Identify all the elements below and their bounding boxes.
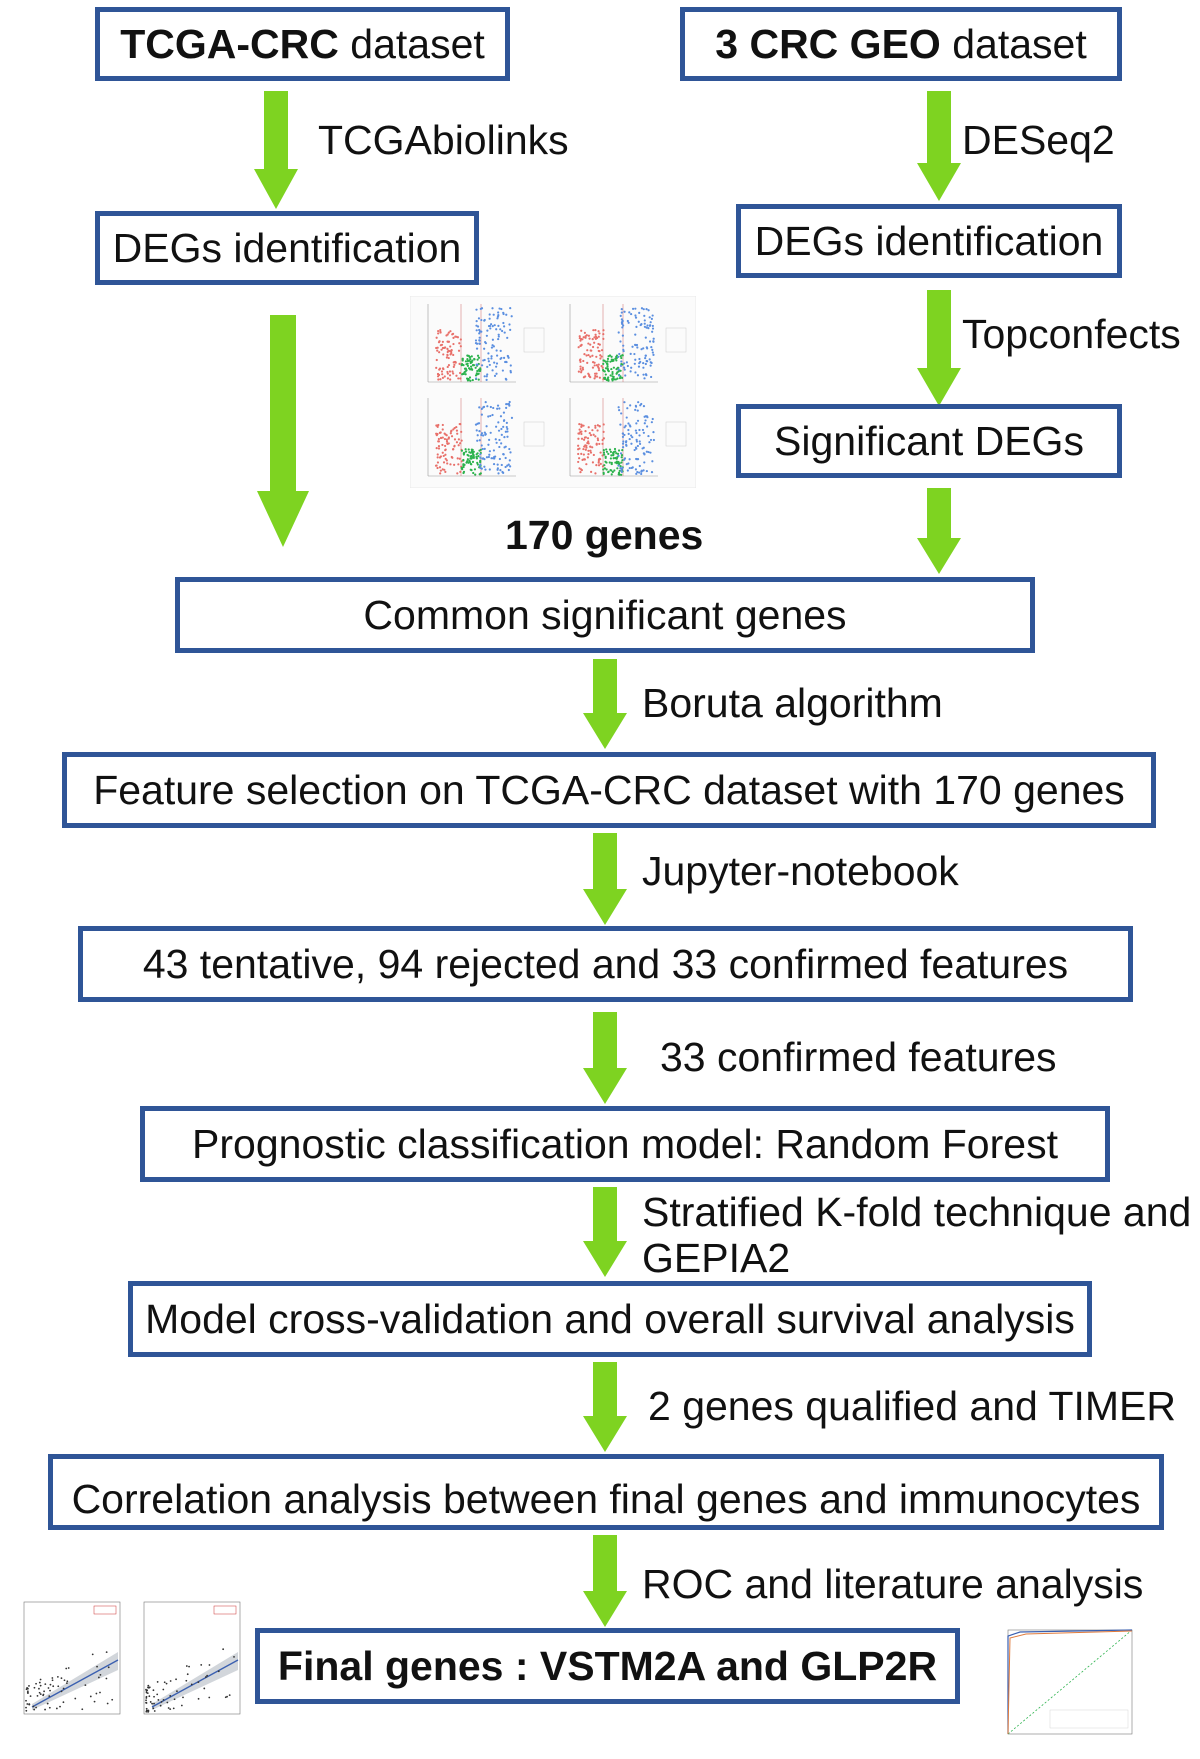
volcano-panel [569, 304, 687, 383]
arrow-left-long [257, 315, 309, 547]
tentative-features-box: 43 tentative, 94 rejected and 33 confirm… [78, 926, 1133, 1002]
significant-degs-label: Significant DEGs [774, 417, 1084, 464]
arrow-tcga-to-degs [254, 91, 298, 209]
geo-dataset-label: dataset [952, 20, 1087, 67]
final-genes-label: Final genes : VSTM2A and GLP2R [277, 1642, 938, 1689]
genes-170-label: 170 genes [505, 512, 704, 558]
tentative-features-label: 43 tentative, 94 rejected and 33 confirm… [142, 940, 1069, 987]
scatter-panel [23, 1601, 121, 1715]
feature-selection-box: Feature selection on TCGA-CRC dataset wi… [62, 752, 1156, 828]
volcano-panel [569, 398, 687, 477]
degs-left-label: DEGs identification [112, 224, 462, 271]
topconfects-label: Topconfects [962, 311, 1181, 357]
arrow-geo-to-degs [917, 91, 961, 201]
jupyter-label: Jupyter-notebook [642, 848, 959, 894]
arrow-significant-to-common [917, 488, 961, 574]
prognostic-model-label: Prognostic classification model: Random … [192, 1120, 1058, 1167]
arrow-degs-to-significant [917, 290, 961, 406]
arrow-crossval-to-correlation [583, 1362, 627, 1452]
degs-identification-left-box: DEGs identification [95, 211, 479, 285]
stratified-line1: Stratified K-fold technique and [642, 1189, 1192, 1235]
arrow-model-to-crossval [583, 1187, 627, 1277]
tcgabiolinks-label: TCGAbiolinks [318, 117, 569, 163]
deseq2-label: DESeq2 [962, 117, 1115, 163]
significant-degs-box: Significant DEGs [736, 404, 1122, 478]
correlation-analysis-label: Correlation analysis between final genes… [71, 1476, 1141, 1522]
feature-selection-label: Feature selection on TCGA-CRC dataset wi… [93, 766, 1125, 813]
roc-label: ROC and literature analysis [642, 1561, 1144, 1607]
correlation-analysis-box: Correlation analysis between final genes… [48, 1454, 1164, 1530]
common-significant-genes-box: Common significant genes [175, 577, 1035, 653]
arrow-tentative-to-model [583, 1012, 627, 1104]
scatter-panel [143, 1601, 241, 1715]
crc-geo-dataset-box: 3 CRC GEO dataset [680, 7, 1122, 81]
common-genes-label: Common significant genes [363, 591, 847, 638]
roc-panel [1007, 1629, 1133, 1735]
cross-validation-box: Model cross-validation and overall survi… [128, 1281, 1092, 1357]
tcga-crc-dataset-box: TCGA-CRC dataset [95, 7, 510, 81]
arrow-feature-to-tentative [583, 833, 627, 925]
boruta-label: Boruta algorithm [642, 680, 943, 726]
confirmed-33-label: 33 confirmed features [660, 1034, 1057, 1080]
tcga-dataset-label: dataset [350, 20, 485, 67]
degs-right-label: DEGs identification [754, 217, 1104, 264]
volcano-plots-figure [410, 296, 696, 488]
geo-bold-label: 3 CRC GEO [715, 20, 941, 67]
final-genes-box: Final genes : VSTM2A and GLP2R [255, 1628, 960, 1704]
arrow-common-to-feature [583, 659, 627, 749]
volcano-panel [427, 304, 545, 383]
two-genes-label: 2 genes qualified and TIMER [648, 1383, 1177, 1429]
prognostic-model-box: Prognostic classification model: Random … [140, 1106, 1110, 1182]
tcga-crc-label: TCGA-CRC [120, 20, 339, 67]
stratified-line2: GEPIA2 [642, 1234, 791, 1281]
degs-identification-right-box: DEGs identification [736, 204, 1122, 278]
stratified-label: Stratified K-fold technique and GEPIA2 [642, 1189, 1192, 1282]
volcano-panel [427, 398, 545, 477]
arrow-correlation-to-final [583, 1535, 627, 1627]
roc-curve-figure [990, 1624, 1140, 1754]
cross-validation-label: Model cross-validation and overall survi… [145, 1295, 1075, 1342]
correlation-scatter-figure [6, 1588, 246, 1738]
